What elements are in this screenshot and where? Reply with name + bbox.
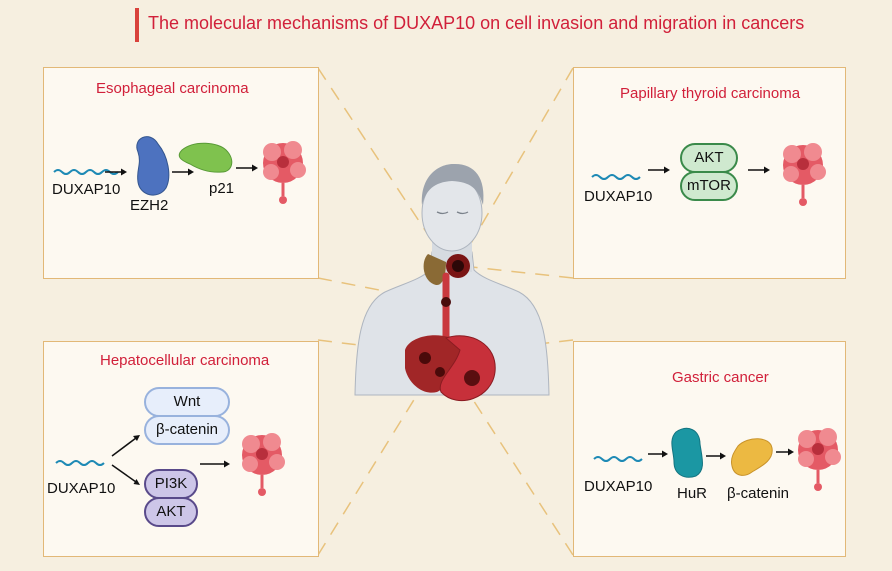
connector-hcc-bottom — [317, 389, 421, 556]
arrow-rna-to-wnt — [111, 435, 140, 457]
tumor-cell-cluster-icon — [798, 428, 841, 491]
protein-label-hur: HuR — [677, 485, 708, 502]
title-accent-bar — [135, 8, 139, 42]
rna-strand-icon — [53, 169, 119, 175]
complex-mtor: mTOR — [680, 171, 738, 201]
complex-beta-catenin-hcc: β-catenin — [144, 415, 230, 445]
rna-label-hcc: DUXAP10 — [47, 480, 116, 497]
tumor-cell-cluster-icon — [783, 143, 826, 206]
complex-pi3k: PI3K — [144, 469, 198, 499]
connector-esophageal-bottom — [317, 277, 431, 301]
connector-gastric-bottom — [467, 391, 574, 556]
arrow-p21-to-tumor — [236, 164, 258, 172]
protein-blob-icon-ezh2 — [136, 136, 170, 196]
rna-label-thyroid: DUXAP10 — [584, 188, 653, 205]
tumor-cell-cluster-icon — [263, 141, 306, 204]
arrow-beta-catenin-to-tumor — [776, 448, 794, 456]
panel-title-esophageal: Esophageal carcinoma — [96, 80, 249, 97]
complex-wnt: Wnt — [144, 387, 230, 417]
rna-label-esophageal: DUXAP10 — [52, 181, 121, 198]
protein-blob-icon-hur — [671, 428, 703, 478]
protein-label-ezh2: EZH2 — [130, 197, 169, 214]
arrow-rna-to-hur — [648, 450, 668, 458]
arrow-rna-to-pi3k — [111, 464, 140, 485]
arrow-hur-to-beta-catenin — [706, 452, 726, 460]
tumor-cell-cluster-icon — [242, 433, 285, 496]
rna-strand-icon — [591, 174, 641, 180]
arrow-rna-to-akt — [648, 166, 670, 174]
figure-title: The molecular mechanisms of DUXAP10 on c… — [148, 13, 805, 33]
rna-label-gastric: DUXAP10 — [584, 478, 653, 495]
complex-akt: AKT — [680, 143, 738, 173]
panel-title-hepatocellular: Hepatocellular carcinoma — [100, 352, 270, 369]
protein-label-beta-catenin-gastric: β-catenin — [727, 485, 789, 502]
connector-thyroid-bottom — [461, 265, 574, 279]
arrow-ezh2-to-p21 — [172, 168, 194, 176]
protein-blob-icon-p21 — [178, 142, 233, 173]
complex-akt-hcc: AKT — [144, 497, 198, 527]
panel-title-thyroid: Papillary thyroid carcinoma — [620, 85, 801, 102]
protein-label-p21: p21 — [209, 180, 235, 197]
rna-strand-icon — [593, 456, 643, 462]
arrow-rna-to-ezh2 — [105, 168, 127, 176]
arrow-pi3k-to-tumor — [200, 460, 230, 468]
panel-title-gastric: Gastric cancer — [672, 369, 769, 386]
protein-blob-icon-beta-catenin — [731, 438, 773, 476]
arrow-akt-to-tumor — [748, 166, 770, 174]
rna-strand-icon — [55, 460, 105, 466]
connector-thyroid-top — [459, 67, 574, 263]
